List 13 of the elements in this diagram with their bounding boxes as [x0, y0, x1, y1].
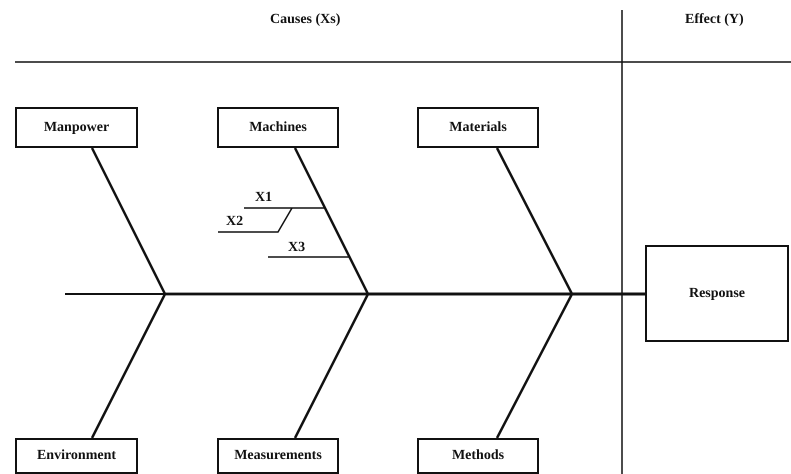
column-header: Effect (Y) — [685, 12, 744, 28]
cause-box: Materials — [417, 107, 539, 148]
sub-cause-label: X1 — [255, 190, 272, 206]
cause-box: Measurements — [217, 438, 339, 474]
cause-box: Methods — [417, 438, 539, 474]
column-header: Causes (Xs) — [270, 12, 340, 28]
cause-box: Manpower — [15, 107, 138, 148]
sub-cause-label: X2 — [226, 214, 244, 230]
cause-box: Machines — [217, 107, 339, 148]
sub-cause-label: X3 — [288, 240, 306, 256]
fishbone-line — [496, 292, 645, 439]
effect-box: Response — [645, 245, 789, 342]
cause-box: Environment — [15, 438, 138, 474]
